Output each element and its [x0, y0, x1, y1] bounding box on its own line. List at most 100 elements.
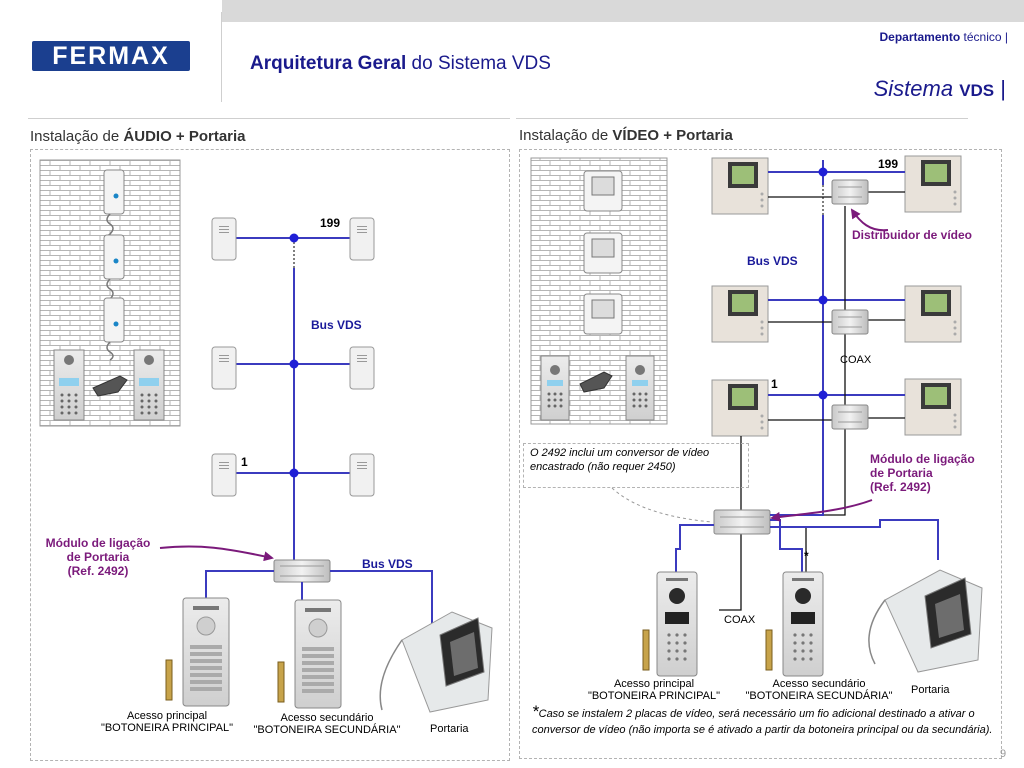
audio-panel-main-line1: Acesso principal — [126, 710, 208, 722]
video-module-label-line1: Módulo de ligação — [870, 452, 975, 466]
video-distributor-label: Distribuidor de vídeo — [852, 228, 973, 242]
page-title: Arquitetura Geral do Sistema VDS — [250, 53, 551, 75]
video-heading: Instalação de VÍDEO + Portaria — [519, 127, 733, 144]
header-rule-right — [516, 118, 968, 119]
audio-bus-label-riser: Bus VDS — [311, 318, 362, 332]
audio-heading: Instalação de ÁUDIO + Portaria — [30, 128, 246, 145]
audio-module-label-line2: de Portaria — [66, 550, 130, 564]
video-building-monitor-top — [583, 170, 623, 212]
audio-heading-prefix: Instalação de — [30, 128, 120, 145]
video-coax-label-bottom: COAX — [724, 614, 756, 626]
audio-unit-1-right — [349, 453, 375, 497]
video-module-label-line2: de Portaria — [870, 466, 933, 480]
video-monitor-1-right — [904, 378, 962, 436]
page-title-rest: do Sistema VDS — [411, 53, 551, 74]
audio-panel-main-label: Acesso principal "BOTONEIRA PRINCIPAL" — [92, 710, 242, 734]
video-panel-main — [642, 571, 698, 677]
video-note-2492: O 2492 inclui um conversor de vídeo enca… — [530, 447, 710, 473]
fermax-logo: FERMAX — [32, 41, 190, 71]
video-building-monitor-middle — [583, 232, 623, 274]
video-heading-prefix: Instalação de — [519, 127, 609, 144]
video-module-arrow — [770, 499, 873, 522]
department-rest: técnico | — [963, 30, 1008, 44]
header-bar — [222, 0, 1024, 22]
page-title-bold: Arquitetura Geral — [250, 53, 407, 74]
audio-heading-bold: ÁUDIO + Portaria — [123, 128, 246, 145]
audio-bus-to-main — [205, 570, 274, 598]
audio-node-1 — [289, 468, 299, 478]
video-monitor-1-left — [711, 379, 769, 437]
audio-panel-secondary-line1: Acesso secundário — [280, 712, 374, 724]
video-building-panel-left — [540, 355, 570, 421]
video-monitor-199-right — [904, 155, 962, 213]
video-node-199 — [818, 167, 828, 177]
audio-panel-secondary-label: Acesso secundário "BOTONEIRA SECUNDÁRIA" — [247, 712, 407, 736]
audio-module-2492 — [273, 559, 331, 583]
audio-building-panel-left — [53, 349, 85, 421]
video-distributor-1 — [831, 404, 869, 430]
department-bold: Departamento — [879, 30, 961, 44]
audio-panel-main — [165, 597, 230, 707]
video-panel-main-line2: "BOTONEIRA PRINCIPAL" — [587, 690, 721, 702]
audio-building-illustration — [39, 159, 181, 427]
system-label: Sistema VDS | — [874, 76, 1006, 102]
audio-module-label-line3: (Ref. 2492) — [67, 564, 129, 578]
video-bus-to-porter — [770, 519, 939, 560]
audio-porter-console — [379, 611, 493, 713]
video-footnote: *Caso se instalem 2 placas de vídeo, ser… — [532, 703, 1004, 738]
video-panel-secondary-line1: Acesso secundário — [772, 678, 866, 690]
video-panel-secondary-line2: "BOTONEIRA SECUNDÁRIA" — [745, 690, 893, 702]
video-panel-secondary — [765, 571, 824, 677]
system-bold: VDS — [959, 81, 995, 100]
audio-frame — [30, 149, 510, 761]
system-bar: | — [1000, 76, 1006, 101]
audio-panel-secondary-line2: "BOTONEIRA SECUNDÁRIA" — [253, 724, 401, 736]
video-porter-label: Portaria — [911, 684, 950, 696]
video-bus-to-main — [675, 524, 714, 572]
audio-unit-mid-left — [211, 346, 237, 390]
video-node-middle — [818, 295, 828, 305]
audio-floor-199-label: 199 — [320, 216, 341, 230]
audio-porter-illustration — [92, 375, 128, 397]
video-module-2492 — [713, 509, 771, 535]
video-distributor-middle — [831, 309, 869, 335]
audio-handset-1 — [103, 297, 125, 361]
video-note-connector — [611, 487, 713, 523]
audio-bus-label-bottom: Bus VDS — [362, 557, 413, 571]
audio-module-arrow — [159, 545, 274, 562]
video-monitor-199-left — [711, 157, 769, 215]
system-italic: Sistema — [873, 76, 954, 101]
logo-text: FERMAX — [52, 42, 170, 70]
video-coax-label-top: COAX — [840, 354, 872, 366]
video-building-monitor-bottom — [583, 293, 623, 335]
video-monitor-mid-right — [904, 285, 962, 343]
video-panel-secondary-label: Acesso secundário "BOTONEIRA SECUNDÁRIA" — [738, 678, 900, 702]
video-module-label-line3: (Ref. 2492) — [870, 480, 931, 494]
page-number: 9 — [1000, 748, 1007, 760]
video-monitor-mid-left — [711, 285, 769, 343]
video-building-illustration — [530, 157, 668, 425]
video-bus-label: Bus VDS — [747, 254, 798, 268]
video-node-1 — [818, 390, 828, 400]
video-footnote-text: Caso se instalem 2 placas de vídeo, será… — [532, 708, 993, 736]
video-monitors — [711, 155, 962, 437]
video-panel-main-label: Acesso principal "BOTONEIRA PRINCIPAL" — [578, 678, 730, 702]
video-panel-main-line1: Acesso principal — [613, 678, 695, 690]
audio-apartment-units — [211, 217, 375, 497]
video-building-panel-right — [625, 355, 655, 421]
video-heading-bold: VÍDEO + Portaria — [612, 127, 733, 144]
video-porter-console — [868, 569, 983, 673]
audio-panel-main-line2: "BOTONEIRA PRINCIPAL" — [100, 722, 234, 734]
audio-node-middle — [289, 359, 299, 369]
video-frame — [519, 149, 1002, 759]
audio-module-label-line1: Módulo de ligação — [45, 536, 151, 550]
audio-porter-label: Portaria — [430, 723, 469, 735]
audio-module-label: Módulo de ligação de Portaria (Ref. 2492… — [38, 536, 158, 578]
audio-floor-1-label: 1 — [241, 455, 248, 469]
video-distributor-arrow — [850, 208, 889, 232]
audio-unit-199-left — [211, 217, 237, 261]
department-label: Departamento técnico | — [879, 30, 1008, 44]
audio-panel-secondary — [277, 599, 342, 709]
